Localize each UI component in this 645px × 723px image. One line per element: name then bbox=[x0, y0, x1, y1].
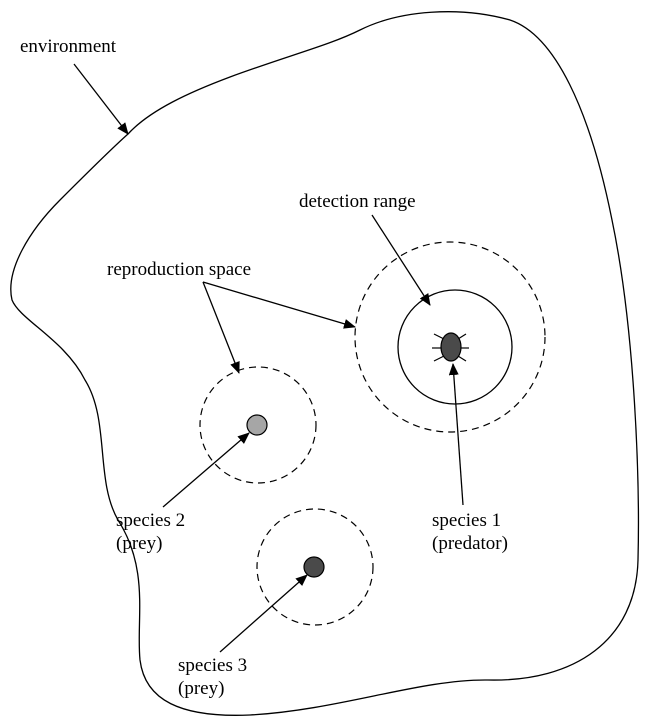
species3-arrow bbox=[219, 574, 308, 653]
species2-arrow bbox=[162, 432, 250, 508]
species2-role-label: (prey) bbox=[116, 533, 163, 554]
species2-reproduction-space bbox=[199, 366, 317, 484]
species2-name-label: species 2 bbox=[116, 510, 186, 531]
environment-label: environment bbox=[20, 36, 117, 57]
detection-range-label: detection range bbox=[299, 191, 416, 212]
species3-role-label: (prey) bbox=[178, 678, 225, 699]
species3-icon bbox=[303, 556, 325, 578]
predator-detection-range bbox=[397, 289, 513, 405]
reproduction-space-arrow-left bbox=[202, 281, 240, 374]
detection-range-arrow bbox=[371, 214, 431, 306]
species3-name-label: species 3 bbox=[178, 655, 248, 676]
species3-reproduction-space bbox=[256, 508, 374, 626]
species1-arrow bbox=[448, 363, 464, 506]
reproduction-space-label: reproduction space bbox=[107, 259, 252, 280]
species1-role-label: (predator) bbox=[432, 533, 508, 554]
predator-icon bbox=[432, 332, 469, 362]
predator-reproduction-space bbox=[354, 241, 546, 433]
environment-arrow bbox=[73, 63, 129, 135]
species2-icon bbox=[246, 414, 268, 436]
reproduction-space-arrow-right bbox=[202, 281, 356, 329]
species1-name-label: species 1 bbox=[432, 510, 502, 531]
environment-boundary bbox=[10, 11, 640, 716]
